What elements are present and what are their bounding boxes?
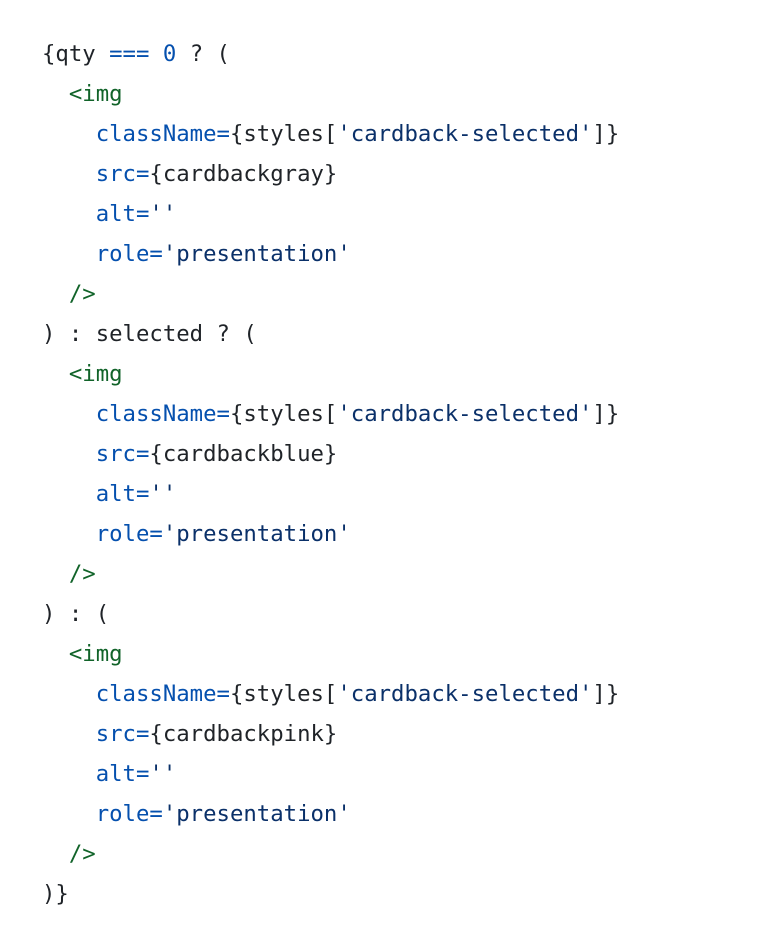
code-token: role= [95, 521, 163, 547]
code-indent [42, 201, 96, 227]
code-indent [42, 761, 96, 787]
code-line: {qty === 0 ? ( [42, 34, 776, 74]
code-line: alt='' [42, 474, 776, 514]
code-indent [42, 521, 96, 547]
code-token: src= [95, 161, 150, 187]
code-token: alt= [95, 761, 150, 787]
code-token: '' [149, 761, 177, 787]
code-indent [42, 561, 69, 587]
code-indent [42, 641, 69, 667]
code-token: <img [68, 361, 123, 387]
code-token: ) : selected ? ( [42, 321, 257, 347]
code-token: === [109, 41, 150, 67]
code-line: <img [42, 74, 776, 114]
code-line: /> [42, 554, 776, 594]
code-token: {qty [42, 41, 110, 67]
code-token: 'presentation' [162, 241, 351, 267]
code-line: alt='' [42, 754, 776, 794]
code-token: 0 [162, 41, 177, 67]
code-token: /> [68, 281, 96, 307]
code-line: role='presentation' [42, 794, 776, 834]
code-token: alt= [95, 481, 150, 507]
code-indent [42, 241, 96, 267]
code-line: className={styles['cardback-selected']} [42, 674, 776, 714]
code-token: role= [95, 241, 163, 267]
code-indent [42, 841, 69, 867]
code-token: {styles[ [229, 401, 338, 427]
code-token: src= [95, 441, 150, 467]
code-line: className={styles['cardback-selected']} [42, 394, 776, 434]
code-line: src={cardbackpink} [42, 714, 776, 754]
code-line: <img [42, 354, 776, 394]
code-token: {cardbackblue} [149, 441, 338, 467]
code-token: /> [68, 841, 96, 867]
code-indent [42, 721, 96, 747]
code-token: {styles[ [229, 121, 338, 147]
code-line: role='presentation' [42, 514, 776, 554]
code-line: role='presentation' [42, 234, 776, 274]
code-indent [42, 441, 96, 467]
code-line: className={styles['cardback-selected']} [42, 114, 776, 154]
code-token: 'cardback-selected' [337, 681, 593, 707]
code-line: /> [42, 274, 776, 314]
code-token: 'cardback-selected' [337, 121, 593, 147]
code-line: ) : ( [42, 594, 776, 634]
code-line: )} [42, 874, 776, 914]
code-line: <img [42, 634, 776, 674]
code-token: /> [68, 561, 96, 587]
code-token: role= [95, 801, 163, 827]
code-line: src={cardbackgray} [42, 154, 776, 194]
code-line: ) : selected ? ( [42, 314, 776, 354]
code-indent [42, 361, 69, 387]
code-token: 'presentation' [162, 521, 351, 547]
code-indent [42, 481, 96, 507]
code-token: <img [68, 641, 123, 667]
code-token: src= [95, 721, 150, 747]
code-indent [42, 281, 69, 307]
code-token: alt= [95, 201, 150, 227]
code-token: className= [95, 121, 230, 147]
code-line: alt='' [42, 194, 776, 234]
code-indent [42, 81, 69, 107]
code-indent [42, 801, 96, 827]
code-token: {cardbackgray} [149, 161, 338, 187]
code-token: className= [95, 401, 230, 427]
code-token [149, 41, 162, 67]
code-token: ]} [592, 401, 620, 427]
code-token: 'cardback-selected' [337, 401, 593, 427]
code-token: 'presentation' [162, 801, 351, 827]
code-line: /> [42, 834, 776, 874]
code-line: src={cardbackblue} [42, 434, 776, 474]
code-token: ? ( [176, 41, 230, 67]
code-token: ]} [592, 681, 620, 707]
code-token: className= [95, 681, 230, 707]
code-indent [42, 401, 96, 427]
code-token: {styles[ [229, 681, 338, 707]
code-token: )} [42, 881, 69, 907]
code-token: ) : ( [42, 601, 110, 627]
code-token: '' [149, 201, 177, 227]
code-indent [42, 681, 96, 707]
code-token: '' [149, 481, 177, 507]
code-token: {cardbackpink} [149, 721, 338, 747]
code-indent [42, 121, 96, 147]
code-indent [42, 161, 96, 187]
code-token: <img [68, 81, 123, 107]
code-token: ]} [592, 121, 620, 147]
